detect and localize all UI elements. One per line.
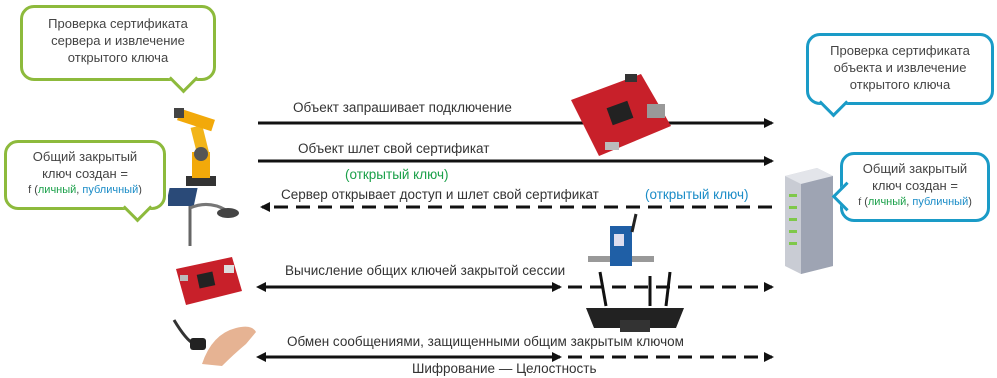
server-image	[785, 168, 833, 274]
label-exchange: Обмен сообщениями, защищенными общим зак…	[287, 334, 684, 349]
bubble-right-formula: f (личный, публичный)	[858, 196, 972, 208]
label-request: Объект запрашивает подключение	[293, 100, 512, 115]
bubble-left-shared-line1: Общий закрытый ключ создан =	[32, 149, 138, 181]
label-sends-cert: Объект шлет свой сертификат	[298, 141, 490, 156]
label-footer: Шифрование — Целостность	[412, 361, 597, 376]
label-server-opens: Сервер открывает доступ и шлет свой серт…	[281, 187, 599, 202]
din-rail-module-image	[588, 213, 654, 266]
bubble-server-cert-check: Проверка сертификата сервера и извлечени…	[20, 5, 216, 94]
bubble-right-shared-key: Общий закрытый ключ создан = f (личный, …	[831, 152, 990, 222]
label-public-key-blue: (открытый ключ)	[645, 187, 749, 202]
label-compute-keys: Вычисление общих ключей закрытой сессии	[285, 263, 566, 278]
label-public-key-green: (открытый ключ)	[345, 167, 449, 182]
bubble-right-shared-line1: Общий закрытый ключ создан =	[862, 161, 968, 193]
red-board-left-image	[176, 257, 242, 305]
bubble-object-cert-text: Проверка сертификата объекта и извлечени…	[830, 43, 970, 92]
bubble-object-cert-check: Проверка сертификата объекта и извлечени…	[806, 33, 994, 118]
bubble-left-shared-key: Общий закрытый ключ создан = f (личный, …	[4, 140, 166, 223]
robot-arm-image	[174, 108, 216, 186]
router-image	[586, 271, 684, 332]
bubble-left-formula: f (личный, публичный)	[28, 184, 142, 196]
bubble-server-cert-text: Проверка сертификата сервера и извлечени…	[48, 16, 188, 65]
street-light-image	[168, 188, 239, 246]
wearable-hand-image	[172, 319, 256, 366]
red-board-center-image	[571, 74, 671, 156]
